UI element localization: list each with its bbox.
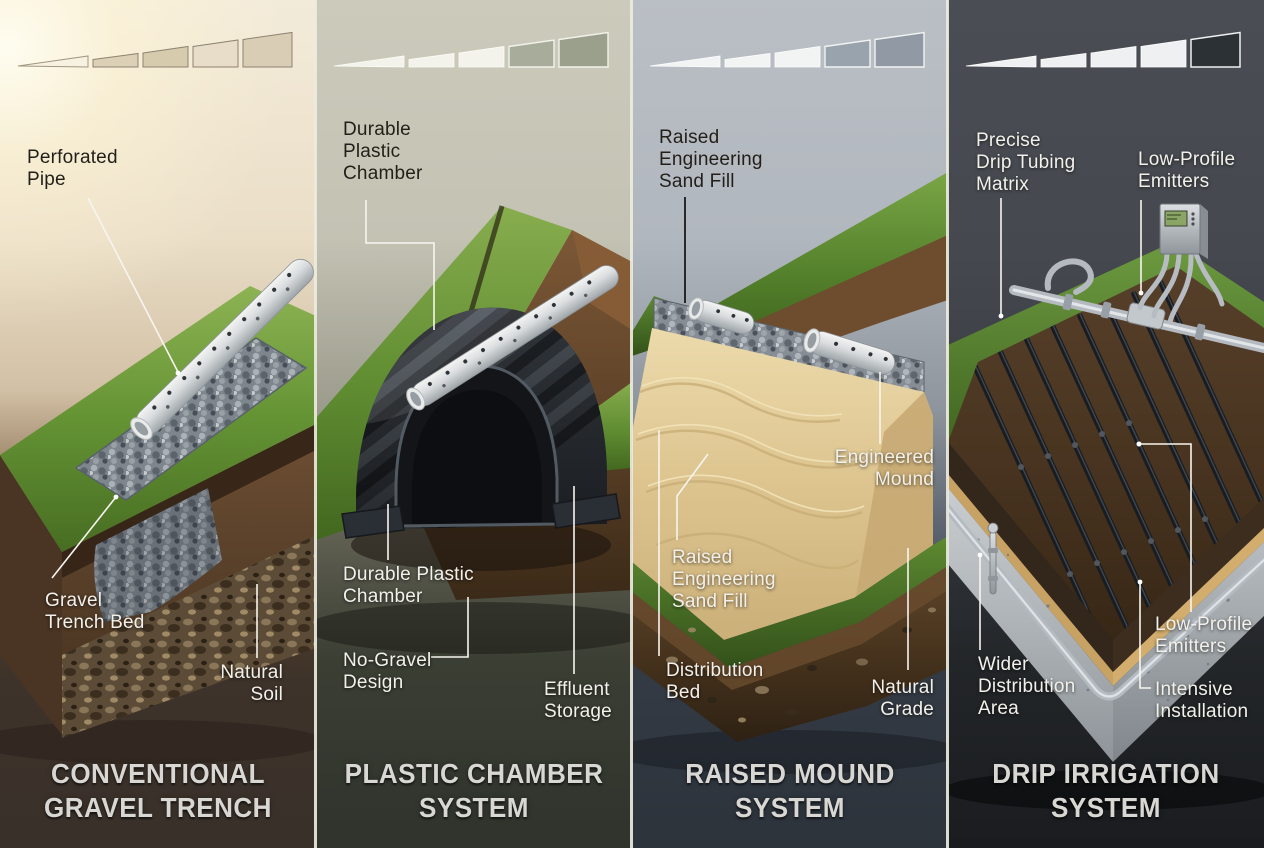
ground-shadow: [632, 730, 948, 774]
gravel-trench-front: [94, 488, 222, 622]
ground-shadow: [316, 602, 632, 654]
scale-indicator: [965, 31, 1241, 68]
scene-gravel-trench: [0, 31, 316, 764]
leader-lines: [51, 197, 258, 658]
topsoil-face-right: [1113, 498, 1264, 672]
perforated-pipe: [406, 265, 619, 411]
callout-distribution-bed: Distribution Bed: [666, 660, 764, 703]
panel-plastic-chamber-system: Durable Plastic Chamber Durable Plastic …: [316, 0, 632, 848]
sand-mound: [632, 328, 933, 640]
perforated-pipe: [130, 258, 314, 440]
grass-back: [692, 172, 948, 352]
callout-engineered-mound: Engineered Mound: [834, 447, 934, 490]
panel-title-drip-irrigation: DRIP IRRIGATION SYSTEM: [992, 758, 1220, 823]
callout-gravel-trench-bed: Gravel Trench Bed: [45, 590, 145, 633]
callout-low-profile-emitters-top: Low-Profile Emitters: [1138, 149, 1236, 192]
scale-indicator: [17, 31, 293, 68]
rock-speckles: [666, 607, 936, 723]
soil-block: [0, 258, 316, 764]
chamber-foot-right: [551, 493, 621, 529]
sand-layer-right: [1113, 528, 1264, 686]
perforated-pipe-left: [687, 297, 755, 335]
panel-conventional-gravel-trench: Perforated Pipe Gravel Trench Bed Natura…: [0, 0, 316, 848]
callout-effluent-storage: Effluent Storage: [544, 679, 612, 722]
topsoil-face-left: [948, 442, 1113, 672]
panel-raised-mound-system: Raised Engineering Sand Fill Engineered …: [632, 0, 948, 848]
scene-raised-mound: [632, 31, 948, 774]
panel-title-plastic-chamber: PLASTIC CHAMBER SYSTEM: [344, 758, 604, 823]
panel-divider: [630, 0, 633, 848]
callout-wider-distribution-area: Wider Distribution Area: [978, 654, 1076, 719]
perforated-pipe-right: [803, 328, 896, 375]
callout-precise-drip-tubing-matrix: Precise Drip Tubing Matrix: [976, 130, 1076, 195]
manifold-pipe: [1009, 285, 1264, 353]
callout-no-gravel-design: No-Gravel Design: [343, 650, 432, 693]
callout-raised-engineering-sand-fill-top: Raised Engineering Sand Fill: [659, 127, 763, 192]
sand-highlights: [637, 376, 869, 513]
panel-divider: [314, 0, 317, 848]
panel-drip-irrigation-system: Precise Drip Tubing Matrix Low-Profile E…: [948, 0, 1264, 848]
scale-indicator: [333, 31, 609, 68]
callout-low-profile-emitters: Low-Profile Emitters: [1155, 614, 1253, 657]
sand-ripples: [635, 382, 867, 570]
leader-lines: [658, 372, 909, 670]
panel-divider: [946, 0, 949, 848]
leader-dots: [977, 290, 1144, 585]
panel-title-raised-mound: RAISED MOUND SYSTEM: [685, 758, 895, 823]
callout-durable-plastic-chamber: Durable Plastic Chamber: [343, 564, 474, 607]
scene-drip-irrigation: [948, 31, 1264, 810]
callout-intensive-installation: Intensive Installation: [1155, 679, 1249, 722]
sand-end-face: [856, 392, 933, 596]
mound-scene: [632, 172, 948, 774]
trench-scene: [316, 205, 632, 654]
leader-lines: [979, 198, 1192, 689]
return-pipe: [948, 502, 1264, 701]
riser-fitting: [987, 522, 999, 595]
scale-indicator: [649, 31, 925, 68]
drip-bed-scene: [948, 203, 1264, 810]
grass-grade: [632, 536, 948, 668]
supply-loop: [1044, 258, 1094, 295]
callout-natural-soil: Natural Soil: [220, 662, 283, 705]
leader-lines: [365, 200, 575, 674]
controller-unit: [1137, 203, 1225, 325]
rocky-subsoil: [62, 535, 316, 738]
callout-perforated-pipe: Perforated Pipe: [27, 147, 118, 190]
callout-durable-plastic-chamber-top: Durable Plastic Chamber: [343, 119, 423, 184]
panel-title-conventional: CONVENTIONAL GRAVEL TRENCH: [44, 758, 272, 823]
controller-pipes: [1137, 251, 1225, 325]
scene-plastic-chamber: [316, 31, 632, 674]
callout-natural-grade: Natural Grade: [871, 677, 934, 720]
callout-raised-engineering-sand-fill: Raised Engineering Sand Fill: [672, 547, 776, 612]
ground-shadow: [948, 770, 1264, 810]
